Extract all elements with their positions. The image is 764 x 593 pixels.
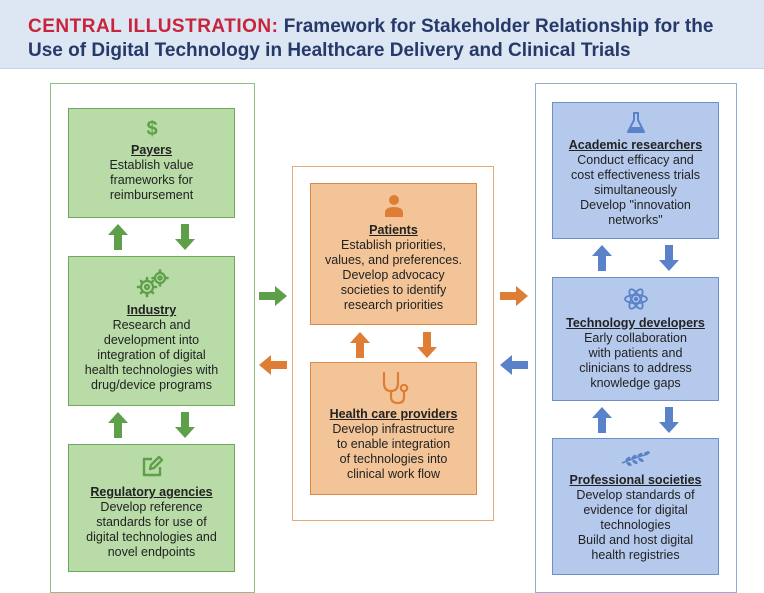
industry-box: Industry Research and development into i… xyxy=(68,256,235,406)
academic-line: simultaneously xyxy=(594,183,677,197)
tech-line: with patients and xyxy=(588,346,683,360)
tech-line: clinicians to address xyxy=(579,361,692,375)
patients-line: Establish priorities, xyxy=(341,238,446,252)
industry-line: Research and xyxy=(112,318,191,332)
payers-line: reimbursement xyxy=(109,188,194,202)
arrow-left-icon xyxy=(500,355,528,375)
person-icon xyxy=(384,195,403,217)
industry-line: drug/device programs xyxy=(91,378,212,392)
academic-line: Develop "innovation xyxy=(580,198,691,212)
payers-box: $ Payers Establish value frameworks for … xyxy=(68,108,235,218)
title-lead: CENTRAL ILLUSTRATION: xyxy=(28,16,279,37)
industry-title: Industry xyxy=(126,303,177,317)
title-rest: Framework for Stakeholder Relationship f… xyxy=(278,16,714,37)
patients-line: research priorities xyxy=(343,298,444,312)
laurel-icon xyxy=(621,451,650,467)
professional-societies-box: Professional societies Develop standards… xyxy=(552,438,719,575)
societies-line: health registries xyxy=(591,548,680,562)
arrow-down-icon xyxy=(175,224,195,250)
payers-line: Establish value xyxy=(109,158,194,172)
arrow-up-icon xyxy=(108,412,128,438)
atom-icon xyxy=(623,288,648,310)
regulatory-box: Regulatory agencies Develop reference st… xyxy=(68,444,235,572)
societies-line: technologies xyxy=(600,518,671,532)
providers-line: to enable integration xyxy=(336,437,451,451)
stethoscope-icon xyxy=(382,371,408,405)
regulatory-line: Develop reference xyxy=(100,500,203,514)
academic-researchers-box: Academic researchers Conduct efficacy an… xyxy=(552,102,719,239)
societies-title: Professional societies xyxy=(569,473,702,487)
regulatory-line: digital technologies and xyxy=(86,530,217,544)
regulatory-line: novel endpoints xyxy=(107,545,196,559)
arrow-down-icon xyxy=(659,245,679,271)
arrow-down-icon xyxy=(417,332,437,358)
title-line-2: Use of Digital Technology in Healthcare … xyxy=(28,40,631,61)
patients-box: Patients Establish priorities, values, a… xyxy=(310,183,477,325)
providers-line: clinical work flow xyxy=(346,467,441,481)
arrow-down-icon xyxy=(659,407,679,433)
tech-line: knowledge gaps xyxy=(590,376,681,390)
societies-line: evidence for digital xyxy=(583,503,688,517)
header-banner: CENTRAL ILLUSTRATION: Framework for Stak… xyxy=(0,0,764,69)
societies-line: Build and host digital xyxy=(577,533,694,547)
patients-line: societies to identify xyxy=(340,283,447,297)
svg-text:$: $ xyxy=(146,118,157,139)
patient-provider-group xyxy=(292,166,494,521)
technology-developers-box: Technology developers Early collaboratio… xyxy=(552,277,719,401)
industry-line: integration of digital xyxy=(97,348,206,362)
patients-title: Patients xyxy=(369,223,418,237)
tech-line: Early collaboration xyxy=(584,331,687,345)
dollar-icon: $ xyxy=(146,118,157,139)
arrow-right-icon xyxy=(500,286,528,306)
payers-title: Payers xyxy=(130,143,172,157)
academic-title: Academic researchers xyxy=(568,138,703,152)
tech-title: Technology developers xyxy=(566,316,705,330)
academic-line: cost effectiveness trials xyxy=(571,168,700,182)
edit-icon xyxy=(142,455,163,477)
title-line-1: CENTRAL ILLUSTRATION: Framework for Stak… xyxy=(28,16,713,38)
flask-icon xyxy=(626,112,645,133)
patients-line: values, and preferences. xyxy=(325,253,462,267)
academic-line: networks" xyxy=(608,213,663,227)
providers-box: Health care providers Develop infrastruc… xyxy=(310,362,477,495)
providers-title: Health care providers xyxy=(329,407,458,421)
arrow-up-icon xyxy=(350,332,370,358)
patients-line: Develop advocacy xyxy=(342,268,445,282)
arrow-up-icon xyxy=(108,224,128,250)
providers-line: Develop infrastructure xyxy=(332,422,455,436)
arrow-up-icon xyxy=(592,407,612,433)
industry-line: health technologies with xyxy=(84,363,219,377)
arrow-left-icon xyxy=(259,355,287,375)
societies-line: Develop standards of xyxy=(576,488,695,502)
gears-icon xyxy=(136,269,169,298)
arrow-right-icon xyxy=(259,286,287,306)
regulatory-title: Regulatory agencies xyxy=(90,485,213,499)
providers-line: of technologies into xyxy=(339,452,448,466)
regulatory-line: standards for use of xyxy=(96,515,207,529)
industry-line: development into xyxy=(103,333,200,347)
payers-line: frameworks for xyxy=(110,173,193,187)
academic-line: Conduct efficacy and xyxy=(577,153,694,167)
arrow-down-icon xyxy=(175,412,195,438)
arrow-up-icon xyxy=(592,245,612,271)
